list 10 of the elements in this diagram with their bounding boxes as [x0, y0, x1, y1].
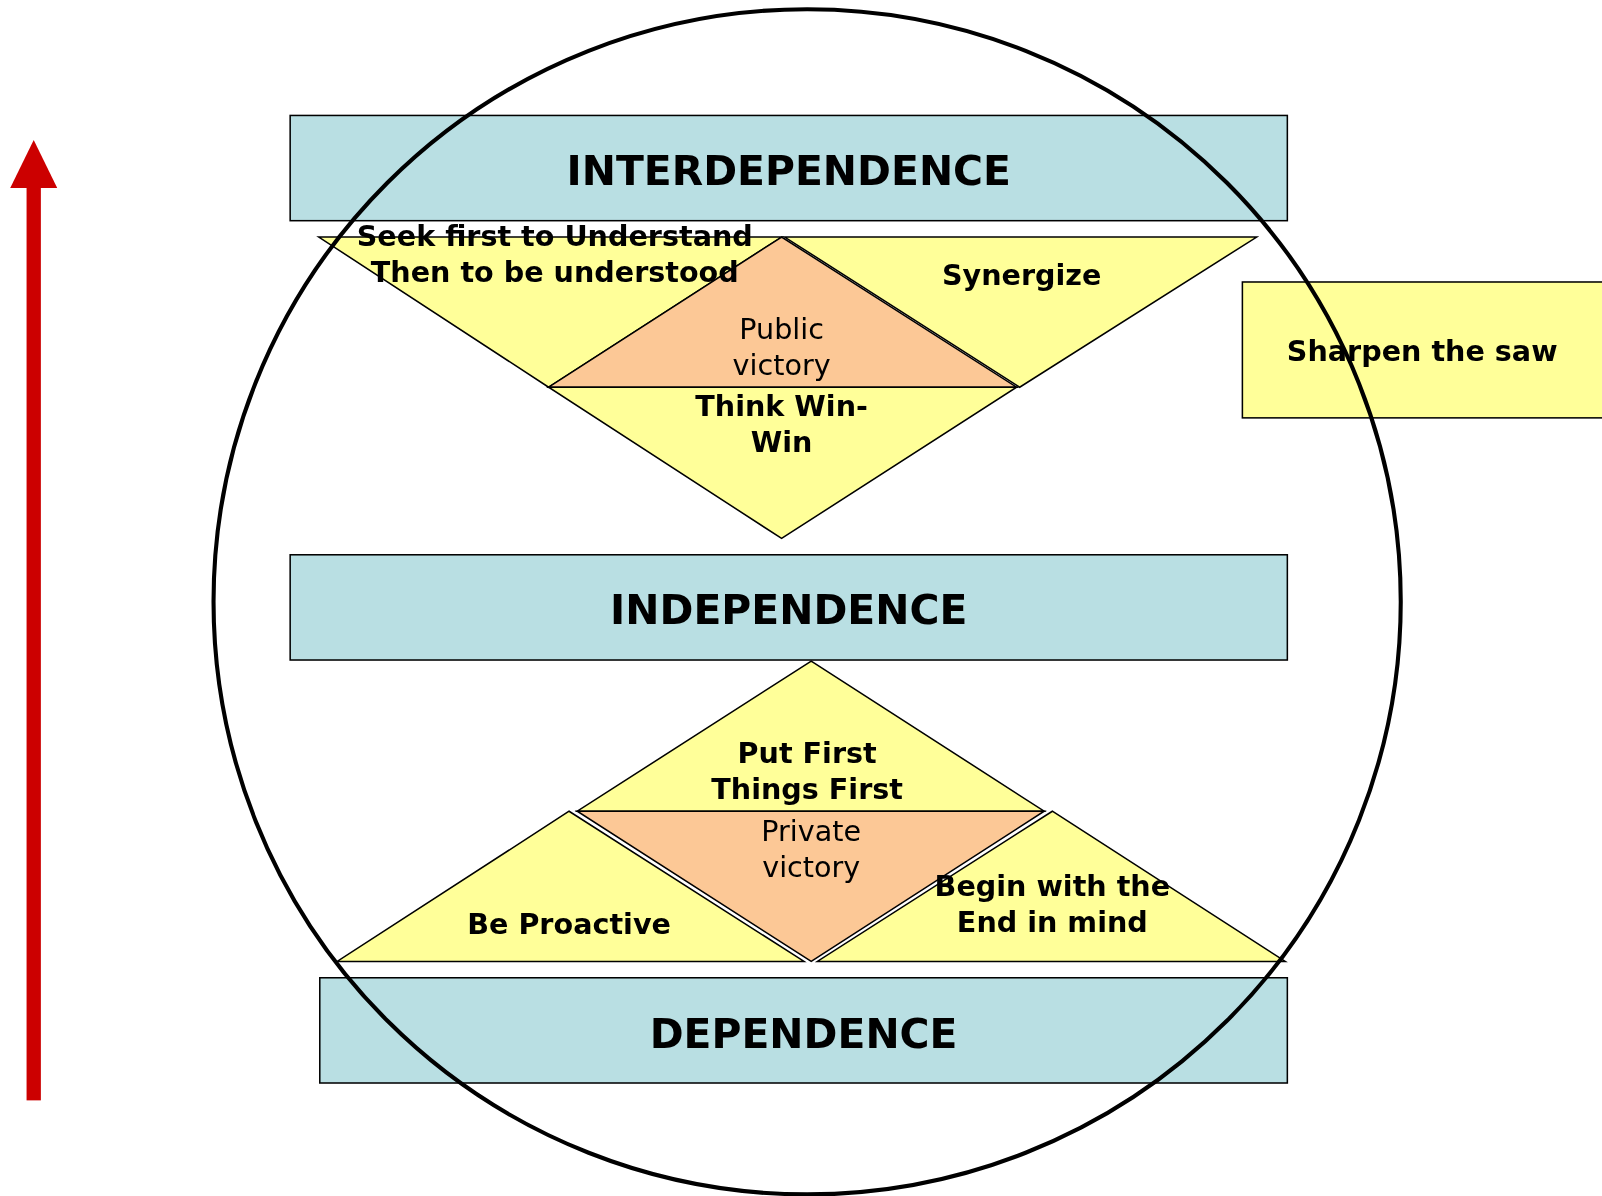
label-text: Think Win-Win: [694, 388, 869, 460]
label-text: DEPENDENCE: [648, 1009, 959, 1060]
caption-text: Public victory: [731, 311, 832, 384]
label-text: INTERDEPENDENCE: [565, 146, 1012, 197]
label-text: Synergize: [940, 257, 1103, 294]
label-text: Begin with the End in mind: [933, 868, 1172, 940]
label-text: Be Proactive: [466, 906, 672, 942]
caption-text: Private victory: [760, 813, 863, 885]
label-text: INDEPENDENCE: [609, 585, 969, 636]
label-text: Put First Things First: [710, 735, 904, 808]
